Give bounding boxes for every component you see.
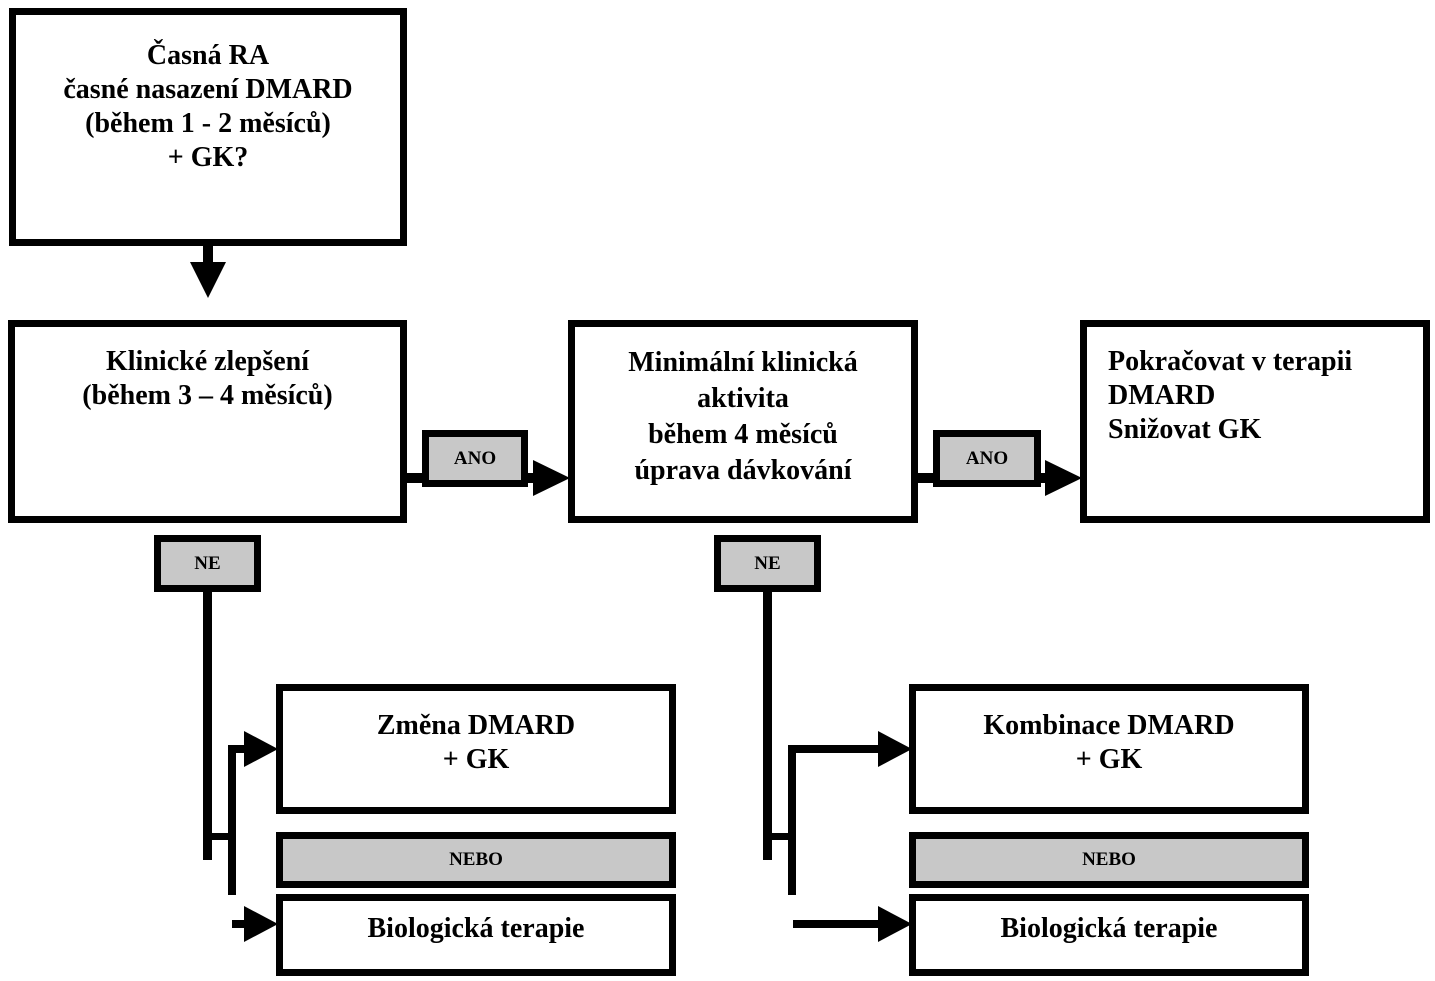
label-no-1: NE — [154, 535, 261, 592]
node-minimal-activity: Minimální klinická aktivita během 4 měsí… — [568, 320, 918, 523]
node-change-dmard-line-2: + GK — [442, 744, 510, 775]
node-continue-therapy-line-1: Pokračovat v terapii — [1108, 346, 1353, 377]
node-minimal-activity-line-3: během 4 měsíců — [648, 419, 838, 450]
node-early-ra-line-1: Časná RA — [146, 40, 270, 71]
label-no-1-text: NE — [194, 552, 221, 574]
node-bio-right-line-1: Biologická terapie — [1000, 913, 1218, 944]
node-minimal-activity-line-4: úprava dávkování — [634, 455, 852, 486]
label-yes-2-text: ANO — [965, 447, 1009, 469]
label-or-1: NEBO — [276, 832, 676, 888]
node-continue-therapy: Pokračovat v terapii DMARD Snižovat GK — [1080, 320, 1430, 523]
node-early-ra-line-3: (během 1 - 2 měsíců) — [85, 108, 331, 139]
node-early-ra-line-2: časné nasazení DMARD — [63, 74, 353, 105]
node-early-ra: Časná RA časné nasazení DMARD (během 1 -… — [9, 8, 407, 246]
branch-right-no — [763, 590, 912, 942]
label-no-2: NE — [714, 535, 821, 592]
node-clinical-improvement-line-2: (během 3 – 4 měsíců) — [82, 380, 333, 411]
node-bio-left-line-1: Biologická terapie — [367, 913, 585, 944]
label-or-1-text: NEBO — [449, 849, 503, 870]
label-yes-2: ANO — [933, 430, 1041, 487]
node-bio-right: Biologická terapie — [909, 894, 1309, 976]
node-continue-therapy-line-3: Snižovat GK — [1108, 414, 1262, 445]
node-change-dmard-line-1: Změna DMARD — [376, 710, 576, 741]
label-or-2: NEBO — [909, 832, 1309, 888]
node-combination-dmard: Kombinace DMARD + GK — [909, 684, 1309, 814]
node-combination-dmard-line-2: + GK — [1075, 744, 1143, 775]
node-clinical-improvement-line-1: Klinické zlepšení — [106, 346, 309, 377]
node-bio-left: Biologická terapie — [276, 894, 676, 976]
node-clinical-improvement: Klinické zlepšení (během 3 – 4 měsíců) — [8, 320, 407, 523]
node-early-ra-line-4: + GK? — [167, 142, 249, 173]
node-combination-dmard-line-1: Kombinace DMARD — [983, 710, 1235, 741]
node-minimal-activity-line-2: aktivita — [697, 383, 789, 414]
label-no-2-text: NE — [754, 552, 781, 574]
node-continue-therapy-line-2: DMARD — [1108, 380, 1216, 411]
label-or-2-text: NEBO — [1082, 849, 1136, 870]
label-yes-1-text: ANO — [453, 447, 497, 469]
node-minimal-activity-line-1: Minimální klinická — [628, 347, 858, 378]
label-yes-1: ANO — [422, 430, 528, 487]
node-change-dmard: Změna DMARD + GK — [276, 684, 676, 814]
branch-left-no — [203, 590, 278, 942]
